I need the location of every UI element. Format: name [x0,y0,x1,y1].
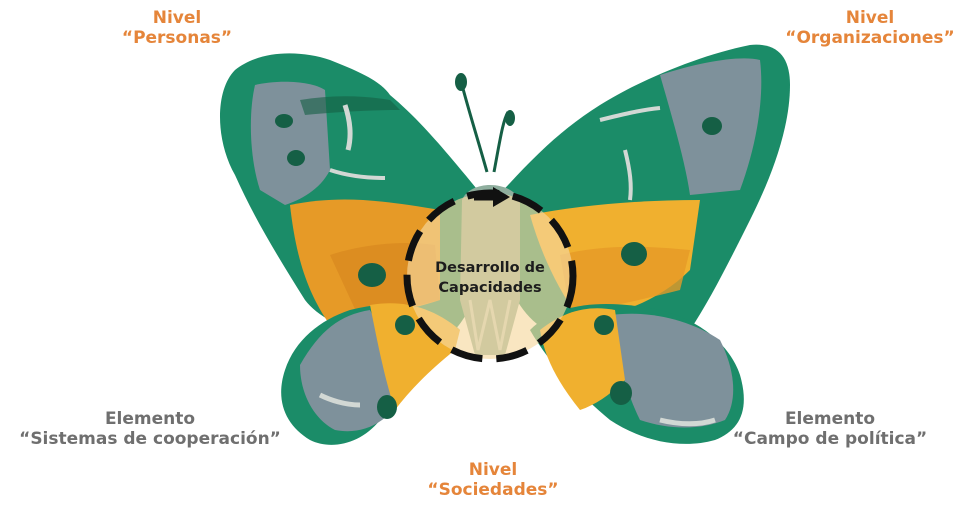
label-line: “Sistemas de cooperación” [5,429,295,449]
label-line: “Personas” [92,28,262,48]
label-line: Nivel [92,8,262,28]
label-nivel-personas: Nivel “Personas” [92,8,262,48]
label-elemento-sistemas: Elemento “Sistemas de cooperación” [5,409,295,449]
label-line: Elemento [5,409,295,429]
label-line: “Campo de política” [720,429,940,449]
center-title-line: Capacidades [410,278,570,298]
label-nivel-sociedades: Nivel “Sociedades” [408,460,578,500]
label-line: “Organizaciones” [775,28,963,48]
label-line: “Sociedades” [408,480,578,500]
center-title: Desarrollo de Capacidades [410,258,570,298]
label-nivel-organizaciones: Nivel “Organizaciones” [775,8,963,48]
antennae [462,85,508,172]
label-line: Nivel [408,460,578,480]
right-lower-wing [530,304,744,444]
label-elemento-campo: Elemento “Campo de política” [720,409,940,449]
antenna-tip-right [505,110,515,126]
center-title-line: Desarrollo de [410,258,570,278]
label-line: Elemento [720,409,940,429]
label-line: Nivel [775,8,963,28]
antenna-tip-left [455,73,467,91]
